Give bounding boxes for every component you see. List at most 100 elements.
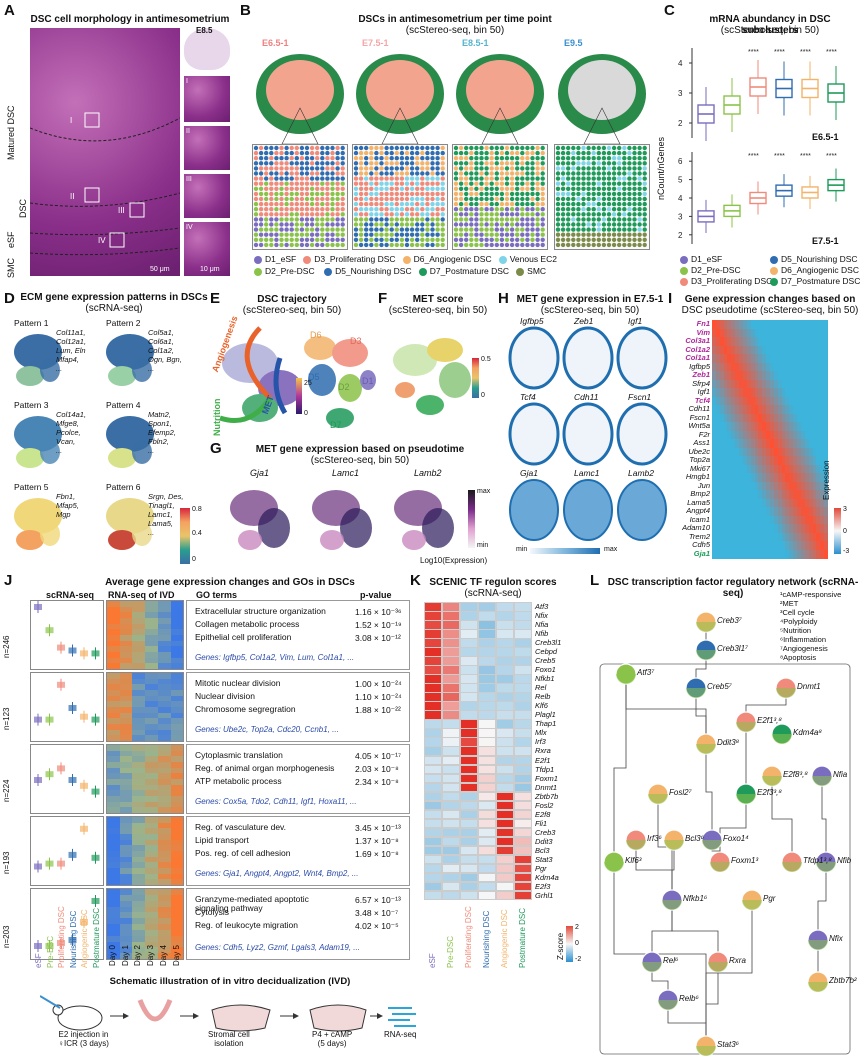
c-legend-2: D5_Nourishing DSC bbox=[770, 254, 858, 264]
ivd-cell bbox=[170, 646, 183, 653]
heatmap-cell bbox=[800, 362, 806, 372]
i-scale-lo: -3 bbox=[843, 548, 850, 555]
ivd-cell bbox=[132, 606, 146, 613]
ivd-cell bbox=[107, 801, 120, 808]
heatmap-cell bbox=[754, 549, 759, 559]
ivd-cell bbox=[132, 745, 146, 752]
heatmap-cell bbox=[777, 337, 783, 346]
go-pvalue: 2.34 × 10⁻⁸ bbox=[355, 777, 399, 787]
heatmap-cell bbox=[808, 524, 814, 533]
heatmap-cell bbox=[824, 481, 829, 491]
heatmap-cell bbox=[758, 490, 763, 499]
heatmap-cell bbox=[723, 532, 728, 542]
heatmap-cell bbox=[742, 328, 748, 338]
heatmap-cell bbox=[812, 549, 817, 559]
tf-label: Rxra bbox=[535, 746, 551, 756]
heatmap-cell bbox=[789, 532, 794, 542]
heatmap-cell bbox=[770, 422, 775, 431]
heatmap-cell bbox=[773, 541, 779, 550]
ivd-schematic bbox=[40, 995, 416, 1032]
svg-text:****: **** bbox=[826, 49, 837, 56]
ivd-cell bbox=[170, 900, 183, 907]
region-label-esf: eSF bbox=[6, 231, 16, 248]
heatmap-cell bbox=[797, 456, 802, 465]
g-scale-min: min bbox=[477, 542, 489, 549]
j-xlabel: Proliferating DSC bbox=[57, 906, 66, 968]
ivd-cell bbox=[107, 756, 120, 763]
heatmap-cell bbox=[746, 481, 752, 491]
heatmap-cell bbox=[781, 439, 786, 448]
j-xlabel: Angiogenic DSC bbox=[80, 909, 89, 968]
ivd-cell bbox=[170, 657, 183, 664]
heatmap-cell bbox=[750, 447, 756, 457]
heatmap-cell bbox=[746, 354, 752, 363]
pattern-genes: Col14a1, Mfge8, Pcolce, Vcan, ... bbox=[56, 410, 87, 455]
heatmap-cell bbox=[735, 464, 740, 474]
heatmap-cell bbox=[750, 464, 756, 474]
heatmap-cell bbox=[812, 515, 817, 525]
ivd-cell bbox=[132, 652, 146, 659]
heatmap-cell bbox=[804, 498, 810, 508]
heatmap-cell bbox=[735, 532, 740, 542]
heatmap-cell bbox=[808, 430, 814, 440]
ivd-cell bbox=[132, 695, 146, 702]
pattern-name: Pattern 4 bbox=[106, 400, 141, 410]
ivd-cell bbox=[107, 796, 120, 803]
tf-label: Creb5 bbox=[535, 656, 556, 666]
heatmap-cell bbox=[739, 524, 744, 533]
heatmap-cell bbox=[719, 473, 725, 482]
panel-label-i: I bbox=[668, 290, 673, 307]
ivd-cell bbox=[132, 629, 146, 636]
heatmap-cell bbox=[719, 328, 725, 338]
ivd-cell bbox=[107, 941, 120, 948]
heatmap-cell bbox=[715, 481, 721, 491]
ivd-cell bbox=[119, 601, 133, 608]
go-term: Lipid transport bbox=[195, 835, 249, 845]
ivd-cell bbox=[157, 701, 171, 708]
ivd-cell bbox=[157, 657, 171, 664]
heatmap-cell bbox=[731, 345, 736, 355]
heatmap-cell bbox=[824, 388, 829, 397]
heatmap-cell bbox=[789, 447, 794, 457]
go-term: ATP metabolic process bbox=[195, 776, 282, 786]
heatmap-cell bbox=[808, 388, 814, 397]
heatmap-cell bbox=[727, 515, 732, 525]
tf-node-label: Nfib bbox=[837, 856, 852, 865]
heatmap-cell bbox=[781, 541, 786, 550]
heatmap-cell bbox=[750, 413, 756, 423]
go-genes: Genes: Cox5a, Tdo2, Cdh11, Igf1, Hoxa11,… bbox=[195, 797, 357, 806]
go-genes: Genes: Gja1, Angpt4, Angpt2, Wnt4, Bmp2,… bbox=[195, 869, 359, 878]
heatmap-cell bbox=[789, 507, 794, 516]
ivd-cell bbox=[119, 889, 133, 896]
heatmap-cell bbox=[758, 405, 763, 414]
ivd-cell bbox=[145, 718, 159, 725]
heatmap-cell bbox=[824, 345, 829, 355]
pattern-genes: Col11a1, Col12a1, Lum, Eln Mfap4, ... bbox=[56, 328, 87, 373]
heatmap-cell bbox=[804, 464, 810, 474]
heatmap-cell bbox=[820, 498, 825, 508]
svg-text:2: 2 bbox=[678, 119, 683, 128]
heatmap-cell bbox=[812, 388, 817, 397]
heatmap-cell bbox=[797, 549, 802, 559]
heatmap-cell bbox=[773, 473, 779, 482]
heatmap-cell bbox=[715, 388, 721, 397]
tf-label: Dnmt1 bbox=[535, 782, 558, 792]
ivd-cell bbox=[170, 629, 183, 636]
cluster-d6: D6 bbox=[310, 330, 322, 340]
g-umap bbox=[394, 490, 454, 550]
g-gene-name: Gja1 bbox=[250, 468, 270, 478]
ivd-cell bbox=[119, 851, 133, 858]
ivd-cell bbox=[119, 779, 133, 786]
f-scale-hi: 0.5 bbox=[481, 356, 491, 363]
heatmap-cell bbox=[758, 337, 763, 346]
heatmap-cell bbox=[715, 345, 721, 355]
heatmap-cell bbox=[789, 388, 794, 397]
heatmap-cell bbox=[712, 362, 717, 372]
heatmap-cell bbox=[777, 430, 783, 440]
ivd-cell bbox=[157, 935, 171, 942]
heatmap-cell bbox=[766, 464, 771, 474]
heatmap-cell bbox=[777, 354, 783, 363]
h-gene-name: Tcf4 bbox=[520, 392, 536, 402]
heatmap-cell bbox=[739, 549, 744, 559]
heatmap-cell bbox=[797, 388, 802, 397]
